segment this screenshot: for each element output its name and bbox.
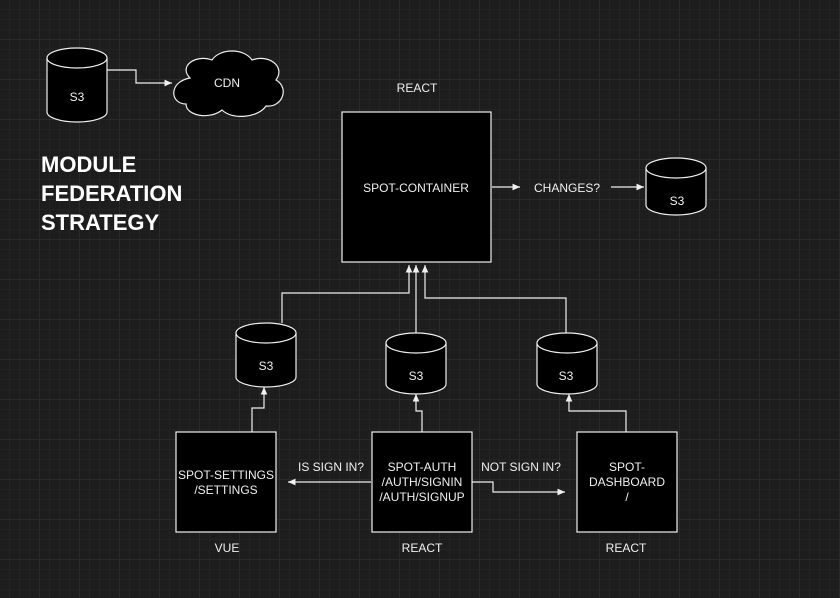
spot-dashboard-line-3: / [625, 490, 629, 504]
edge-dash-to-s3dash[interactable] [565, 394, 627, 432]
s3-auth-label: S3 [409, 369, 424, 383]
spot-dashboard-line-2: DASHBOARD [589, 475, 665, 489]
edge-s3left-to-container[interactable] [281, 265, 413, 323]
connectors [106, 69, 644, 496]
s3-top-label: S3 [70, 90, 85, 104]
s3-cylinder-auth[interactable]: S3 [385, 332, 447, 395]
cdn-cloud[interactable]: CDN [173, 50, 284, 117]
s3-right-label: S3 [670, 194, 685, 208]
edge-auth-to-s3mid[interactable] [412, 394, 423, 432]
spot-settings-box[interactable]: SPOT-SETTINGS /SETTINGS [175, 431, 277, 533]
diagram-title: MODULE FEDERATION STRATEGY [41, 152, 183, 235]
edge-settings-to-s3left[interactable] [251, 387, 268, 432]
s3-dashboard-label: S3 [559, 369, 574, 383]
edge-auth-to-dashboard[interactable] [472, 481, 565, 496]
s3-cylinder-dashboard[interactable]: S3 [536, 332, 598, 395]
react-auth-label: REACT [402, 541, 443, 555]
edge-s3-to-cdn[interactable] [106, 69, 172, 87]
spot-settings-line-1: SPOT-SETTINGS [178, 468, 274, 482]
spot-settings-line-2: /SETTINGS [194, 483, 257, 497]
spot-auth-line-2: /AUTH/SIGNIN [382, 475, 463, 489]
spot-auth-line-3: /AUTH/SIGNUP [379, 490, 464, 504]
spot-container-label: SPOT-CONTAINER [363, 181, 469, 195]
spot-auth-line-1: SPOT-AUTH [388, 460, 457, 474]
spot-dashboard-box[interactable]: SPOT- DASHBOARD / [576, 431, 678, 533]
s3-settings-label: S3 [259, 359, 274, 373]
edge-s3dash-to-container[interactable] [421, 265, 567, 333]
is-sign-in-label: IS SIGN IN? [298, 460, 364, 474]
vue-label: VUE [215, 541, 240, 555]
spot-auth-box[interactable]: SPOT-AUTH /AUTH/SIGNIN /AUTH/SIGNUP [371, 431, 473, 533]
react-top-label: REACT [397, 81, 438, 95]
changes-label: CHANGES? [534, 181, 600, 195]
spot-dashboard-line-1: SPOT- [609, 460, 645, 474]
spot-container-box[interactable]: SPOT-CONTAINER [341, 111, 492, 263]
s3-cylinder-right[interactable]: S3 [645, 157, 707, 216]
not-sign-in-label: NOT SIGN IN? [481, 460, 561, 474]
cdn-label: CDN [214, 76, 240, 90]
s3-cylinder-top[interactable]: S3 [46, 47, 108, 123]
react-dashboard-label: REACT [606, 541, 647, 555]
s3-cylinder-settings[interactable]: S3 [235, 322, 297, 388]
